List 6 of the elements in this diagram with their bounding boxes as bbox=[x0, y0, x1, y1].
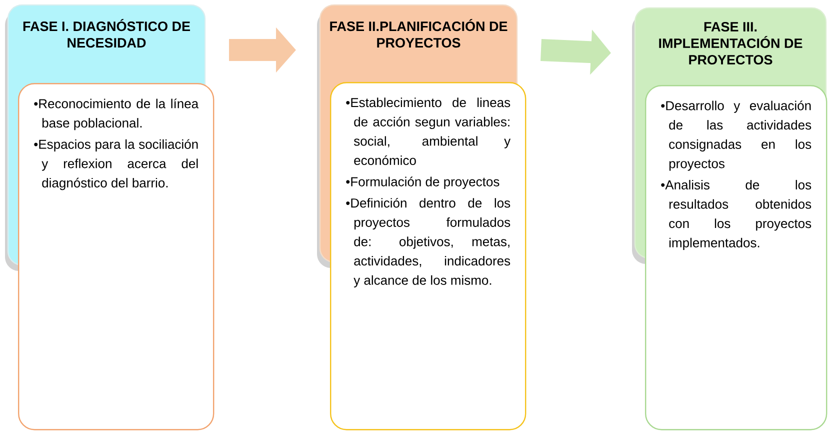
phase-heading: FASE II.PLANIFICACIÓN DE PROYECTOS bbox=[330, 19, 508, 48]
bullet-list-card: •Desarrollo y evaluación de las actividades consignadas en los proyectos •Analisis de los resultados obtenidos con los proyectos implementados. bbox=[645, 85, 828, 430]
bullet-list-card: •Establecimiento de lineas de acción segun variables: social, ambiental y económico •Formulación de proyectos •Definición dentro de los proyectos formulados de: objetivos, metas, actividades, indicadores y alcance de los mismo. bbox=[330, 82, 526, 430]
phase-heading: FASE I. DIAGNÓSTICO DE NECESIDAD bbox=[23, 19, 190, 48]
bullet-list-card: •Reconocimiento de la línea base poblacional. •Espacios para la sociliación y reflexion acerca del diagnóstico del barrio. bbox=[18, 83, 214, 430]
phase-heading: FASE III. IMPLEMENTACIÓN DE PROYECTOS bbox=[659, 22, 802, 65]
